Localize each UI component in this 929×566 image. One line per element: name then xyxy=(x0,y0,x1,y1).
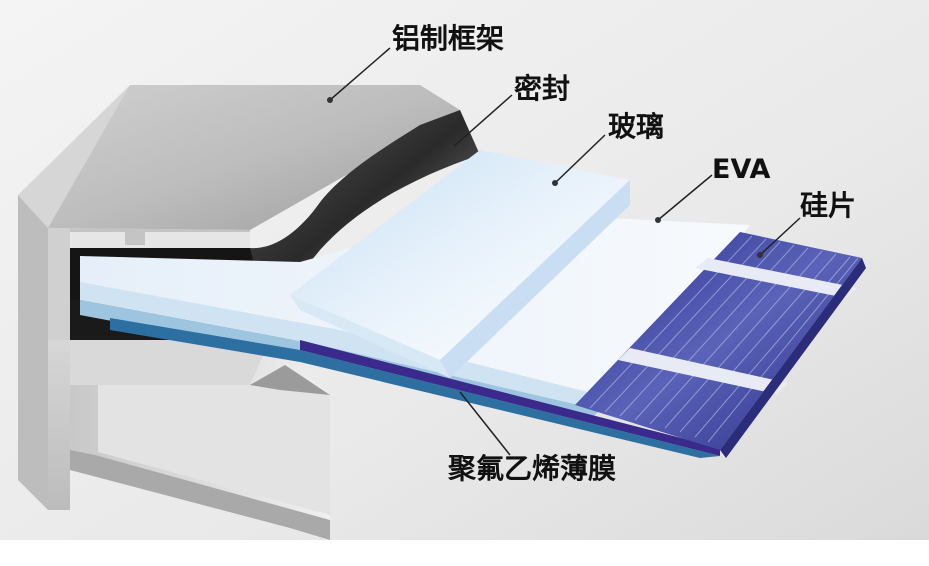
label-glass: 玻璃 xyxy=(608,110,665,143)
label-silicon: 硅片 xyxy=(800,189,857,222)
glass-layer xyxy=(290,150,630,378)
label-seal: 密封 xyxy=(514,72,571,105)
label-eva: EVA xyxy=(712,154,771,185)
aluminum-frame xyxy=(18,85,460,540)
pvf-backsheet xyxy=(110,318,720,458)
leader-lines xyxy=(329,47,801,456)
silicon-cells xyxy=(575,232,866,458)
label-pvf-film: 聚氟乙烯薄膜 xyxy=(448,452,617,485)
leader-dots xyxy=(327,97,763,258)
label-aluminum-frame: 铝制框架 xyxy=(392,22,505,55)
